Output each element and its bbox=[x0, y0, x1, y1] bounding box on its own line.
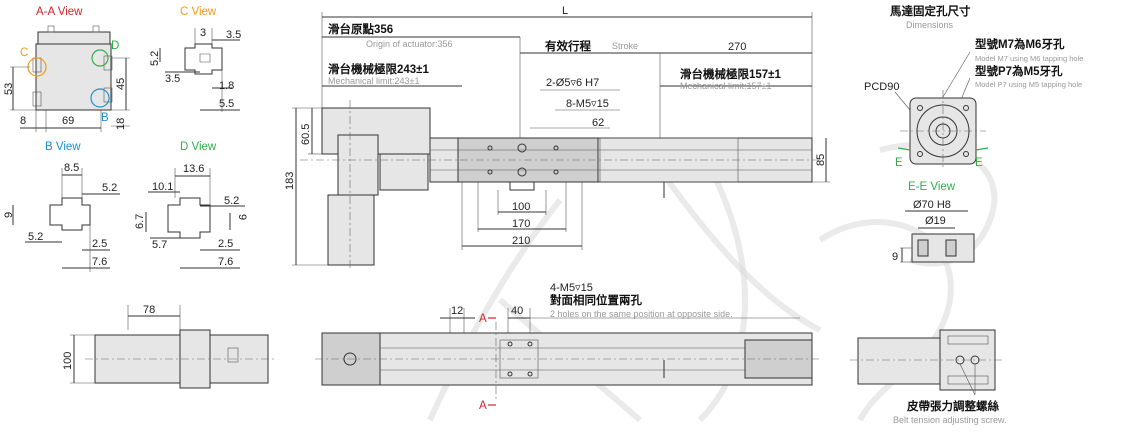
callout-a-bottom: A bbox=[479, 400, 487, 412]
d-dim-5-7: 5.7 bbox=[152, 239, 167, 251]
m7-note: 型號M7為M6牙孔 bbox=[975, 37, 1065, 51]
c-dim-5-5: 5.5 bbox=[219, 98, 234, 110]
dim-19: Ø19 bbox=[925, 215, 946, 227]
b-dim-2-5: 2.5 bbox=[92, 238, 107, 250]
d-view: D View 13.6 10.1 5.2 6.7 9 5.7 2.5 7.6 bbox=[134, 141, 248, 269]
b-dim-5-2b: 5.2 bbox=[28, 231, 43, 243]
d-dim-5-2: 5.2 bbox=[224, 195, 239, 207]
mech-limit-right-en: Mechanical limit:157±1 bbox=[680, 81, 771, 91]
dim-78: 78 bbox=[143, 304, 155, 316]
dim-210: 210 bbox=[512, 235, 530, 247]
pcd-label: PCD90 bbox=[864, 81, 899, 93]
motor-mount-view: 馬達固定孔尺寸 Dimensions 型號M7為M6牙孔 Model M7 us… bbox=[864, 4, 1083, 263]
callout-b: B bbox=[101, 112, 109, 124]
bottom-right-view: 皮帶張力調整螺絲 Belt tension adjusting screw. bbox=[850, 329, 1007, 425]
aa-dim-8: 8 bbox=[20, 115, 26, 127]
d-dim-9: 9 bbox=[236, 214, 248, 220]
callout-a-top: A bbox=[479, 313, 487, 325]
mech-limit-left-en: Mechanical limit:243±1 bbox=[328, 76, 419, 86]
callout-c: C bbox=[20, 47, 28, 59]
p7-note: 型號P7為M5牙孔 bbox=[975, 64, 1063, 78]
c-dim-3: 3 bbox=[200, 27, 206, 39]
ee-view-title: E-E View bbox=[908, 181, 956, 193]
d-view-title: D View bbox=[180, 141, 217, 153]
dim-85: 85 bbox=[815, 154, 827, 166]
slider-connector bbox=[509, 181, 535, 191]
callout-e-right: E bbox=[975, 157, 983, 169]
belt-tension-label-en: Belt tension adjusting screw. bbox=[893, 415, 1007, 425]
aa-dim-53: 53 bbox=[3, 83, 15, 95]
origin-label-en: Origin of actuator:356 bbox=[366, 39, 453, 49]
motor-side-box bbox=[379, 153, 429, 191]
b-dim-7-6: 7.6 bbox=[92, 256, 107, 268]
b-view-title: B View bbox=[45, 141, 81, 153]
dim-62: 62 bbox=[592, 117, 604, 129]
holes-note-en: 2 holes on the same position at opposite… bbox=[550, 309, 733, 319]
callout-d: D bbox=[111, 40, 119, 52]
bottom-left-view: 78 100 bbox=[62, 304, 275, 389]
c-view: C View 3 3.5 5.2 3.5 1.8 5.5 bbox=[149, 6, 241, 112]
aa-dim-69: 69 bbox=[62, 115, 74, 127]
stroke-label-en: Stroke bbox=[612, 41, 638, 51]
aa-dim-45: 45 bbox=[115, 78, 127, 90]
dim-183: 183 bbox=[284, 172, 296, 190]
m7-note-en: Model M7 using M6 tapping hole bbox=[975, 54, 1083, 63]
callout-d-circle bbox=[91, 49, 109, 67]
hole-note-1: 2-Ø5▿6 H7 bbox=[546, 77, 599, 89]
stroke-label: 有效行程 bbox=[545, 39, 591, 53]
callout-e-left: E bbox=[895, 157, 903, 169]
main-front-view: L 滑台原點356 Origin of actuator:356 有效行程 St… bbox=[284, 5, 830, 270]
c-dim-5-2: 5.2 bbox=[149, 51, 161, 66]
c-view-title: C View bbox=[180, 6, 217, 18]
aa-view: A-A View C D B 53 45 18 8 69 bbox=[3, 6, 130, 132]
d-dim-6-7: 6.7 bbox=[134, 214, 146, 229]
dim-9-ee: 9 bbox=[892, 251, 898, 263]
b-dim-8-5: 8.5 bbox=[64, 162, 79, 174]
dim-L: L bbox=[562, 5, 568, 17]
aa-body bbox=[35, 43, 112, 111]
dim-170: 170 bbox=[512, 218, 530, 230]
dim-270: 270 bbox=[728, 41, 746, 53]
d-dim-7-6: 7.6 bbox=[218, 256, 233, 268]
b-dim-5-2: 5.2 bbox=[102, 182, 117, 194]
d-dim-10-1: 10.1 bbox=[152, 181, 173, 193]
d-dim-13-6: 13.6 bbox=[183, 163, 204, 175]
belt-tension-label: 皮帶張力調整螺絲 bbox=[906, 399, 999, 413]
motor-flange bbox=[337, 134, 379, 196]
c-dim-3-5b: 3.5 bbox=[165, 73, 180, 85]
dim-100: 100 bbox=[512, 201, 530, 213]
dim-100-left: 100 bbox=[62, 352, 74, 370]
bottom-main-view: 4-M5▿15 對面相同位置兩孔 2 holes on the same pos… bbox=[315, 282, 820, 412]
holes-note: 4-M5▿15 bbox=[550, 282, 593, 294]
hole-note-2: 8-M5▿15 bbox=[566, 98, 609, 110]
b-view: B View 8.5 5.2 9 5.2 2.5 7.6 bbox=[3, 141, 120, 272]
motor-dim-title-en: Dimensions bbox=[906, 20, 954, 30]
aa-top-cap bbox=[37, 31, 111, 45]
origin-label: 滑台原點356 bbox=[328, 22, 393, 36]
mech-limit-left: 滑台機械極限243±1 bbox=[328, 62, 429, 76]
holes-note-cn: 對面相同位置兩孔 bbox=[550, 293, 642, 307]
dim-70-h8: Ø70 H8 bbox=[913, 199, 951, 211]
c-dim-3-5: 3.5 bbox=[226, 29, 241, 41]
b-dim-9: 9 bbox=[3, 212, 15, 218]
motor-body bbox=[327, 194, 375, 266]
bottom-right-motor bbox=[857, 337, 941, 385]
dim-12: 12 bbox=[451, 305, 463, 317]
p7-note-en: Model P7 using M5 tapping hole bbox=[975, 80, 1082, 89]
aa-dim-18: 18 bbox=[115, 118, 127, 130]
dim-60-5: 60.5 bbox=[300, 124, 312, 145]
motor-dim-title: 馬達固定孔尺寸 bbox=[890, 4, 971, 18]
aa-view-title: A-A View bbox=[36, 6, 83, 18]
c-dim-1-8: 1.8 bbox=[219, 80, 234, 92]
mech-limit-right: 滑台機械極限157±1 bbox=[680, 67, 781, 81]
d-dim-2-5: 2.5 bbox=[218, 238, 233, 250]
dim-40: 40 bbox=[511, 305, 523, 317]
callout-b-circle bbox=[90, 88, 110, 108]
